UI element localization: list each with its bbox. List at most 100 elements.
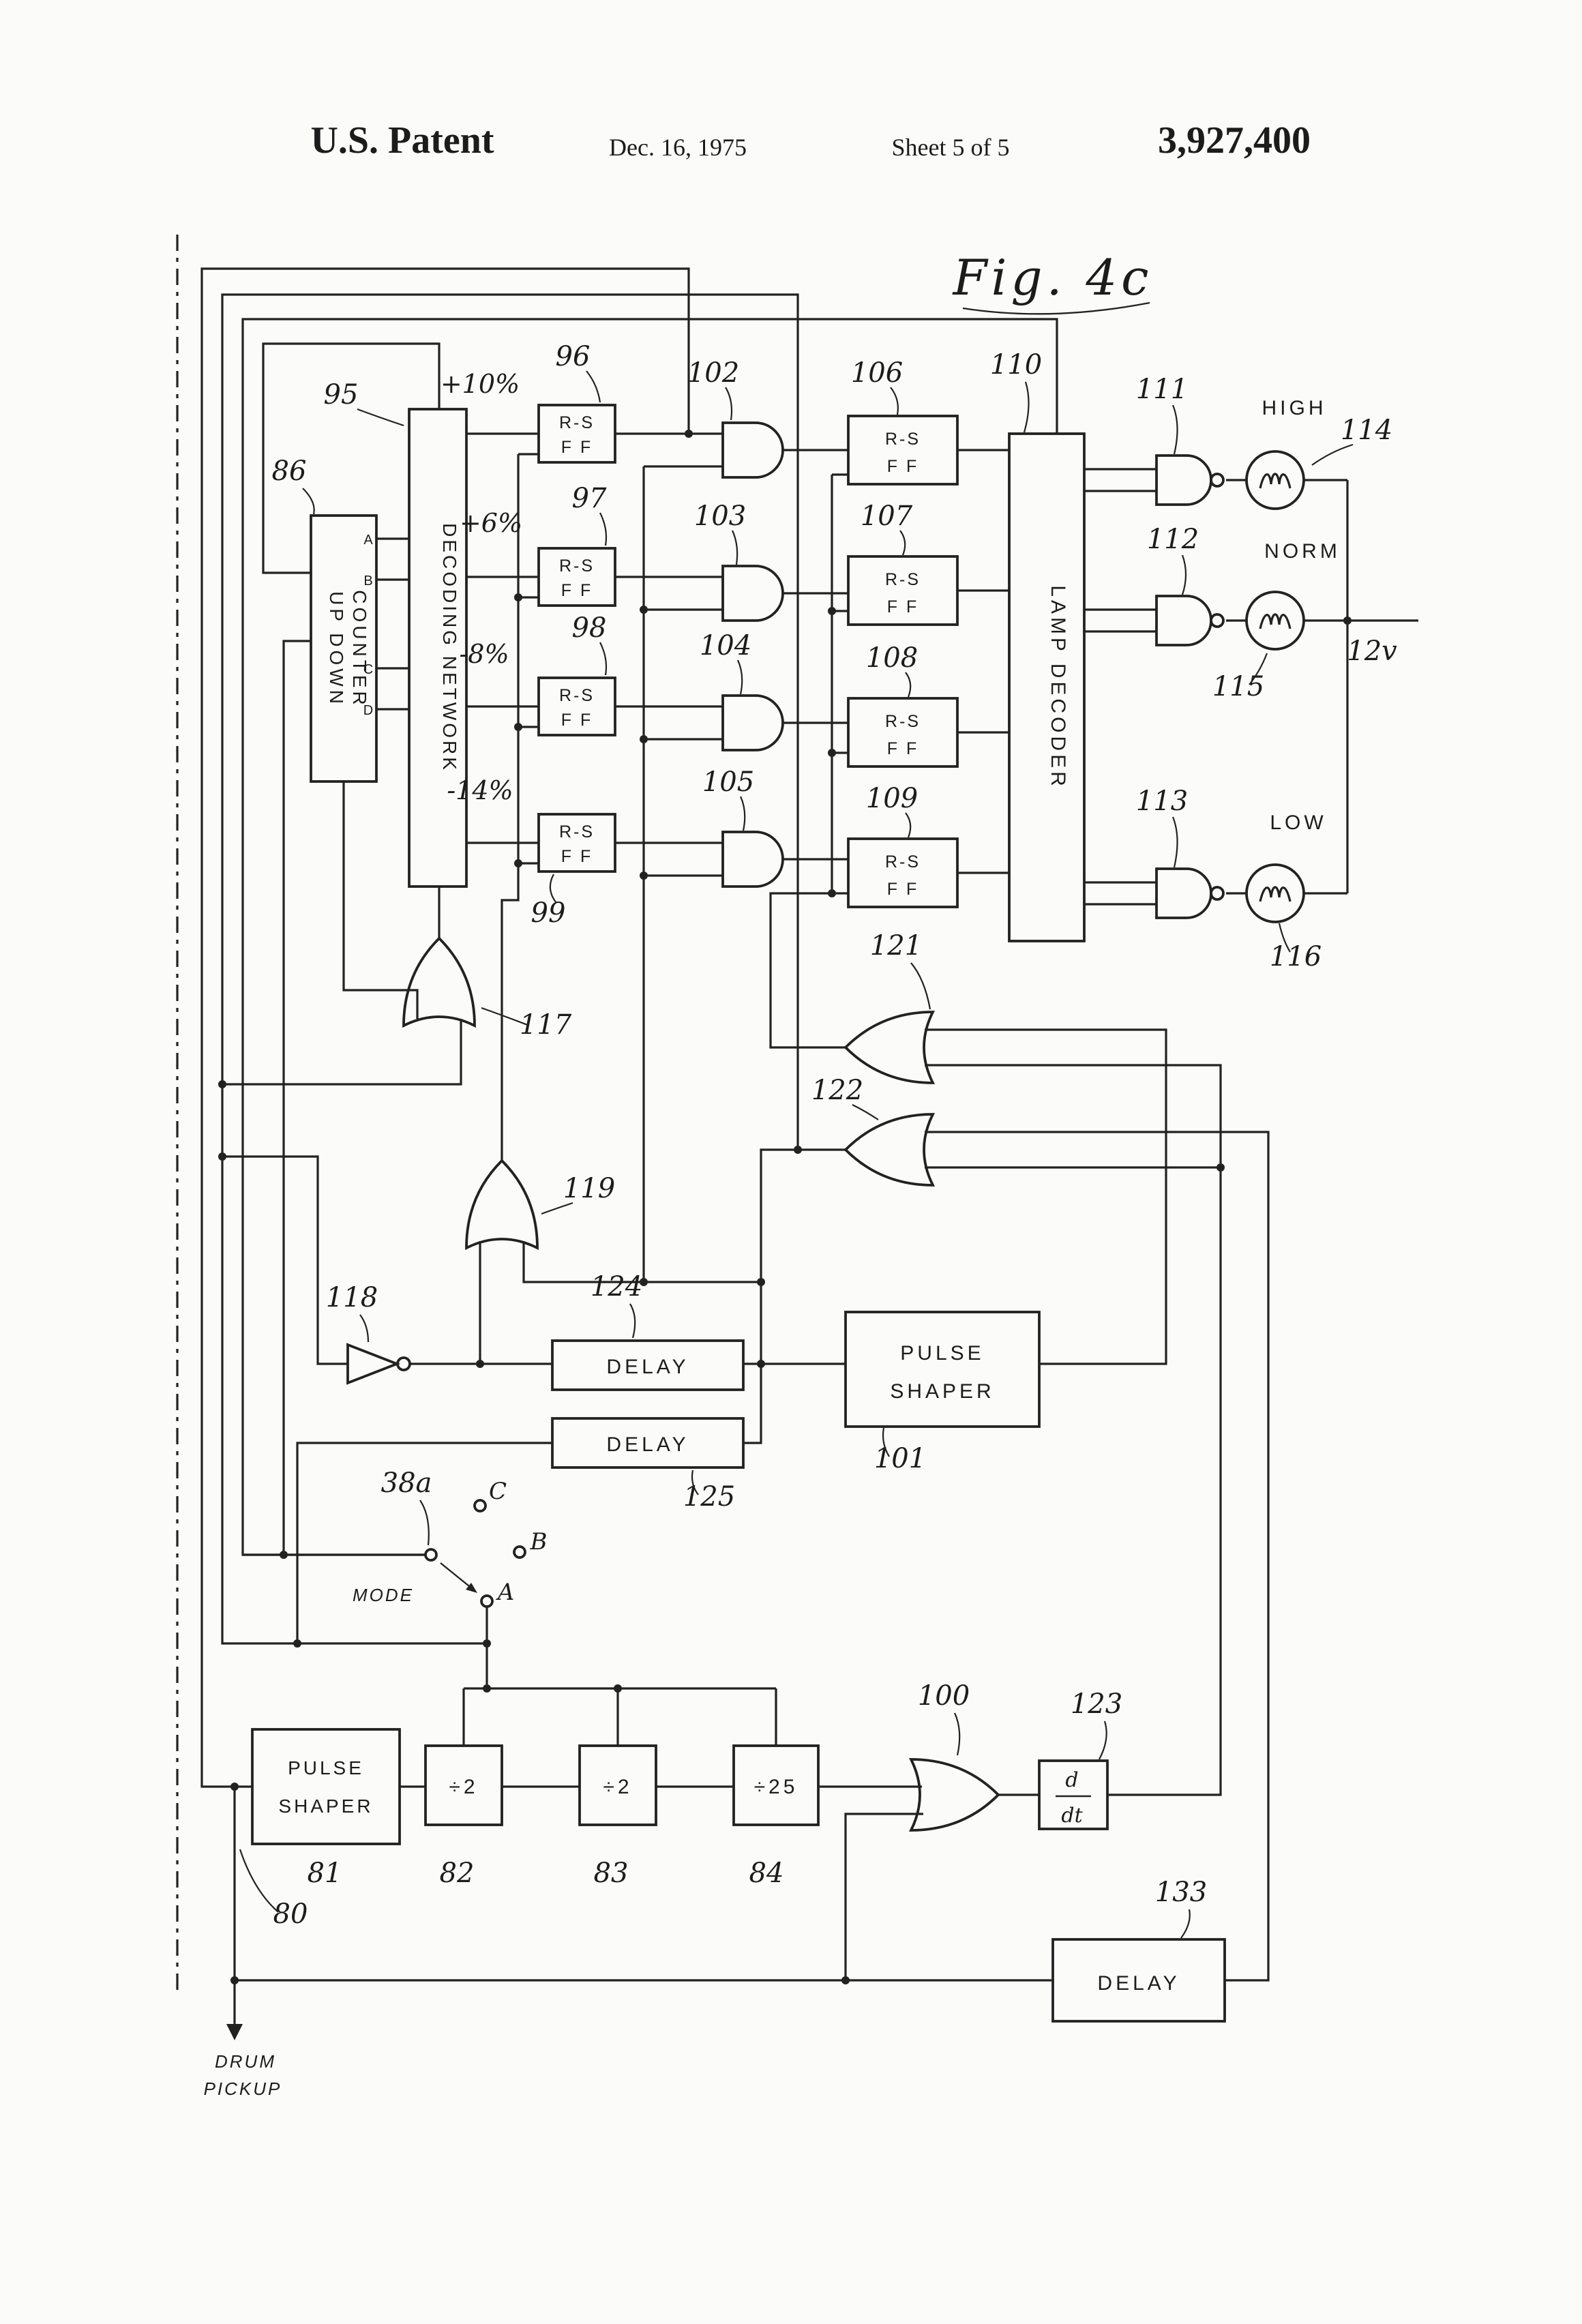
rs-ff-98-label2: F F — [561, 711, 593, 730]
high-lamp-label: HIGH — [1262, 397, 1327, 419]
figure-underline-flourish — [962, 301, 1150, 315]
and-gate-103 — [721, 565, 784, 622]
and-gate-104 — [721, 694, 784, 751]
percent-label-96: +10% — [441, 369, 520, 399]
ddt-block: d dt — [1038, 1759, 1109, 1830]
ref-113: 113 — [1136, 786, 1188, 817]
rs-ff-108: R-S F F — [847, 697, 959, 768]
counter-port-a: A — [363, 533, 373, 548]
ff2-reset-bus — [831, 473, 848, 893]
lamp-decoder-box — [1008, 432, 1086, 942]
mode-pivot-contact — [424, 1548, 438, 1562]
ref-99: 99 — [531, 897, 566, 929]
rs-ff-107-label2: F F — [887, 597, 919, 616]
junction-dots — [218, 430, 1352, 1984]
ff2-to-lamp-decoder-lines — [957, 449, 1009, 874]
drum-pickup: DRUM PICKUP — [204, 2024, 280, 2099]
rs-ff-96: R-S F F — [537, 404, 616, 464]
counter-label-counter: COUNTER — [349, 590, 370, 708]
delay-125-label: DELAY — [606, 1433, 689, 1456]
decoding-network-block: DECODING NETWORK — [408, 408, 468, 888]
ref-111: 111 — [1136, 374, 1188, 405]
nand-gate-111 — [1155, 454, 1212, 506]
nand-gate-113 — [1155, 867, 1212, 919]
rs-ff-109-label2: F F — [887, 880, 919, 899]
ref-116: 116 — [1270, 941, 1322, 972]
lamps: HIGH NORM LOW — [1245, 397, 1337, 923]
delay-133-block: DELAY — [1051, 1938, 1226, 2023]
ref-96: 96 — [556, 341, 591, 372]
divider-83-box — [578, 1744, 657, 1826]
ref-84: 84 — [749, 1858, 784, 1889]
rs-ff-107-box — [847, 555, 959, 626]
rs-ff-109-box — [847, 837, 959, 908]
ref-104: 104 — [700, 630, 751, 661]
divider-82-block: ÷2 — [424, 1744, 503, 1826]
ref-101: 101 — [874, 1443, 926, 1474]
ff-to-gate-lines — [615, 432, 723, 844]
patent-title: U.S. Patent — [310, 119, 494, 162]
blocks: UP DOWN COUNTER A B C D DECODING NETWORK… — [204, 397, 1337, 2099]
mode-arrow-shaft — [440, 1562, 470, 1587]
pulse-shaper-81-label1: PULSE — [288, 1757, 364, 1778]
decoding-network-label: DECODING NETWORK — [439, 523, 460, 773]
ref-123: 123 — [1071, 1688, 1122, 1720]
mode-label: MODE — [353, 1585, 414, 1605]
counter-label-updown: UP DOWN — [326, 591, 347, 707]
ref-106: 106 — [851, 357, 903, 389]
counter-to-decoder-lines — [376, 537, 409, 711]
or-gate-output-lines — [296, 892, 848, 1643]
up-down-counter-block: UP DOWN COUNTER A B C D — [310, 514, 378, 783]
patent-date: Dec. 16, 1975 — [609, 134, 747, 161]
pulse-shaper-101-label1: PULSE — [900, 1342, 984, 1365]
rs-ff-99-label1: R-S — [559, 822, 595, 841]
divider-84-block: ÷25 — [732, 1744, 820, 1826]
ref-125: 125 — [683, 1481, 735, 1513]
ref-102: 102 — [687, 357, 739, 389]
rs-ff-98: R-S F F — [537, 676, 616, 736]
rs-ff-106-box — [847, 415, 959, 486]
low-lamp-icon — [1245, 863, 1305, 923]
norm-lamp-filament — [1259, 613, 1292, 630]
patent-number: 3,927,400 — [1158, 119, 1311, 162]
wires — [176, 235, 1418, 2027]
left-feedback-buses — [200, 267, 1058, 1788]
inverter-118 — [346, 1343, 411, 1385]
ref-82: 82 — [440, 1858, 475, 1889]
ref-81: 81 — [308, 1858, 342, 1889]
inverter-118-bubble — [396, 1356, 411, 1371]
rs-ff-97-box — [537, 547, 616, 607]
rs-ff-99: R-S F F — [537, 813, 616, 873]
sheet-number: Sheet 5 of 5 — [892, 134, 1010, 161]
reference-leader-lines — [239, 370, 1354, 1939]
rs-ff-99-box — [537, 813, 616, 873]
rs-ff-107-label1: R-S — [885, 570, 921, 589]
delay-124-label: DELAY — [606, 1356, 689, 1378]
reference-numerals: 95 86 96 97 98 99 102 103 104 105 106 10… — [272, 341, 1398, 1930]
or117-input-output-lines — [222, 781, 462, 1086]
inverter-118-triangle — [346, 1343, 401, 1385]
divider-82-label: ÷2 — [449, 1776, 478, 1798]
ref-108: 108 — [866, 642, 918, 674]
ref-95: 95 — [324, 379, 359, 411]
ref-86: 86 — [272, 456, 307, 487]
pulse-shaper-81-label2: SHAPER — [278, 1796, 373, 1817]
ref-118: 118 — [326, 1282, 378, 1313]
ref-100: 100 — [918, 1680, 970, 1712]
divider-83-label: ÷2 — [603, 1776, 632, 1798]
decoder-to-nand-lines — [1084, 468, 1156, 906]
percent-label-97: +6% — [460, 508, 522, 538]
rs-ff-106: R-S F F — [847, 415, 959, 486]
percent-label-98: -8% — [459, 639, 509, 669]
lamp-decoder-label: LAMP DECODER — [1047, 585, 1069, 790]
mode-contact-c — [473, 1499, 487, 1513]
nand-gate-112 — [1155, 595, 1212, 646]
rs-ff-97-label1: R-S — [559, 556, 595, 576]
rs-ff-108-box — [847, 697, 959, 768]
delay-125-block: DELAY — [551, 1417, 745, 1469]
ddt-numerator: d — [1065, 1768, 1078, 1792]
or-gate-100 — [908, 1758, 1000, 1832]
ref-114: 114 — [1341, 415, 1392, 446]
divider-83-block: ÷2 — [578, 1744, 657, 1826]
ref-105: 105 — [702, 766, 754, 798]
